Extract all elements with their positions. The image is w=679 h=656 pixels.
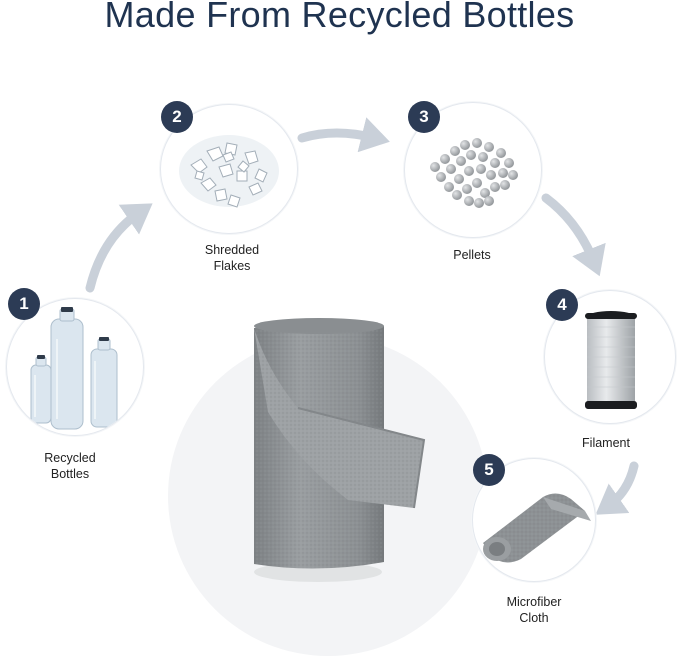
step-5-label-line1: Microfiber [506,595,562,609]
filament-spool-image [585,311,637,409]
page-title: Made From Recycled Bottles [104,0,575,35]
step-2-label: Shredded Flakes [172,242,292,274]
step-1-circle [6,298,144,436]
plastic-pellets-image [430,138,518,208]
arrow-2-to-3 [297,117,390,153]
step-5-label: Microfiber Cloth [474,594,594,626]
arrow-4-to-5 [595,461,639,515]
step-4-label: Filament [546,435,666,451]
step-1-label: Recycled Bottles [10,450,130,482]
step-2-label-line2: Flakes [213,259,251,273]
microfiber-roll-image [254,318,426,582]
step-1-label-line2: Bottles [50,467,90,481]
plastic-bottles-image [30,307,118,430]
step-3-label-line1: Pellets [453,248,491,262]
step-2-badge: 2 [161,101,193,133]
arrow-1-to-2 [85,203,153,293]
plastic-flakes-image [179,135,279,208]
step-1-badge: 1 [8,288,40,320]
step-4-badge: 4 [546,289,578,321]
step-3-badge: 3 [408,101,440,133]
step-5-badge: 5 [473,454,505,486]
arrow-3-to-4 [541,193,606,277]
step-3-circle [404,102,542,238]
step-4-circle [544,290,676,424]
step-3-label: Pellets [412,247,532,263]
step-4-label-line1: Filament [582,436,630,450]
step-1-label-line1: Recycled [44,451,96,465]
process-arrows [85,117,639,515]
microfiber-cloth-image [483,493,591,563]
step-2-label-line1: Shredded [204,243,260,257]
step-5-label-line2: Cloth [519,611,549,625]
